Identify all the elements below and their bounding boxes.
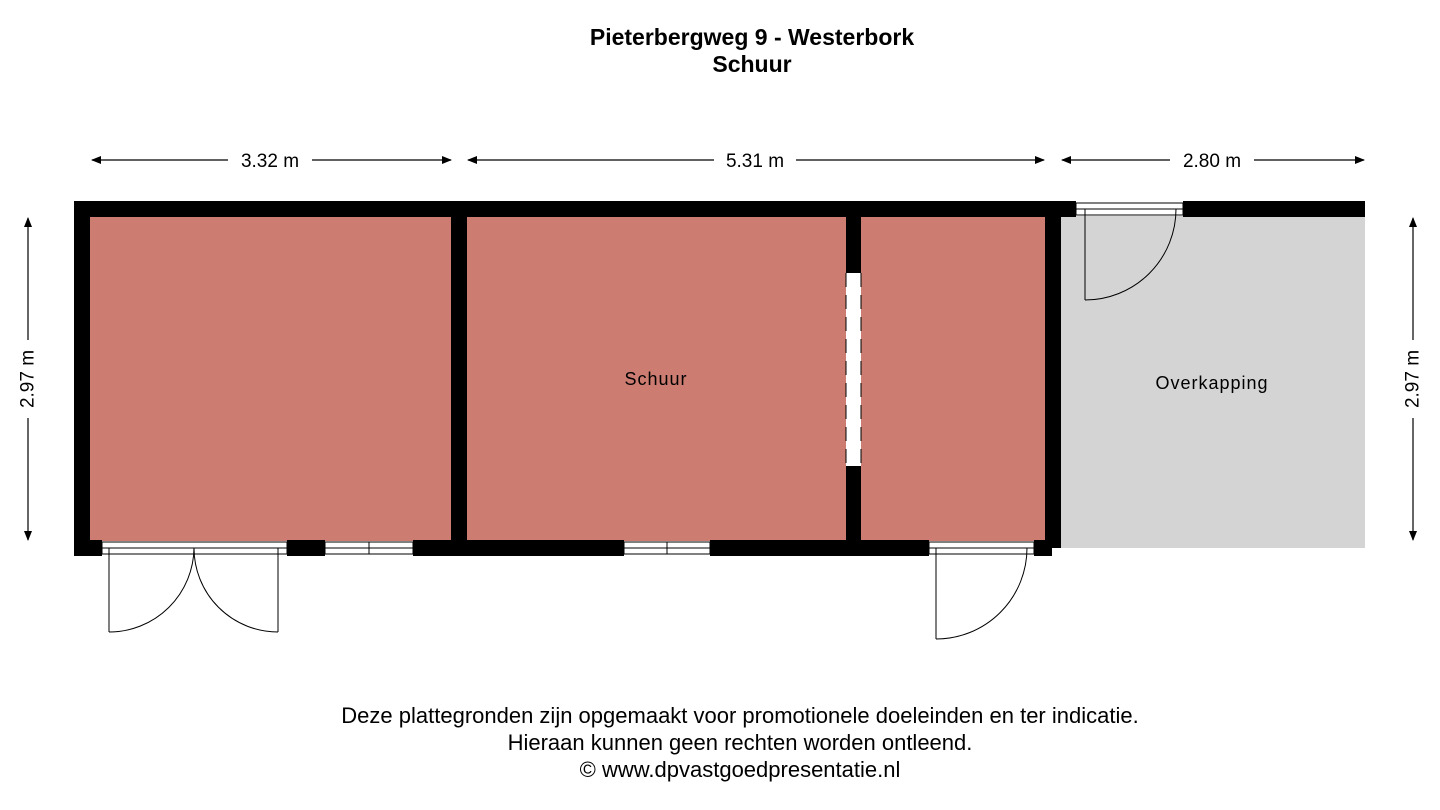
opening-bottom-door [928,541,1035,555]
room-fill-left [90,216,451,541]
dimension-width-right: 2.80 m [1183,151,1241,172]
plan-floor-title: Schuur [712,51,792,77]
dimension-height-right: 2.97 m [1403,350,1424,408]
dimension-lines [24,156,1417,541]
floor-plan: 3.32 m 5.31 m 2.80 m 2.97 m 2.97 m Schuu… [18,151,1424,640]
walls [74,201,1365,556]
room-fill-schuur [466,216,846,541]
disclaimer-line-1: Deze plattegronden zijn opgemaakt voor p… [341,703,1139,728]
plan-address-title: Pieterbergweg 9 - Westerbork [589,24,915,50]
dimension-height-left: 2.97 m [18,350,39,408]
disclaimer-line-2: Hieraan kunnen geen rechten worden ontle… [507,730,973,755]
covered-area-fill [1060,216,1365,548]
dimension-width-left: 3.32 m [241,151,299,172]
internal-opening [845,273,862,466]
room-label-overkapping: Overkapping [1155,373,1268,393]
window-middle [623,541,711,555]
opening-top-door [1075,202,1184,216]
door-swings [108,208,1177,640]
dimension-width-middle: 5.31 m [726,151,784,172]
room-label-schuur: Schuur [624,369,687,389]
copyright-line: © www.dpvastgoedpresentatie.nl [579,757,901,782]
window-left [324,541,414,555]
room-fill-right [861,216,1045,541]
